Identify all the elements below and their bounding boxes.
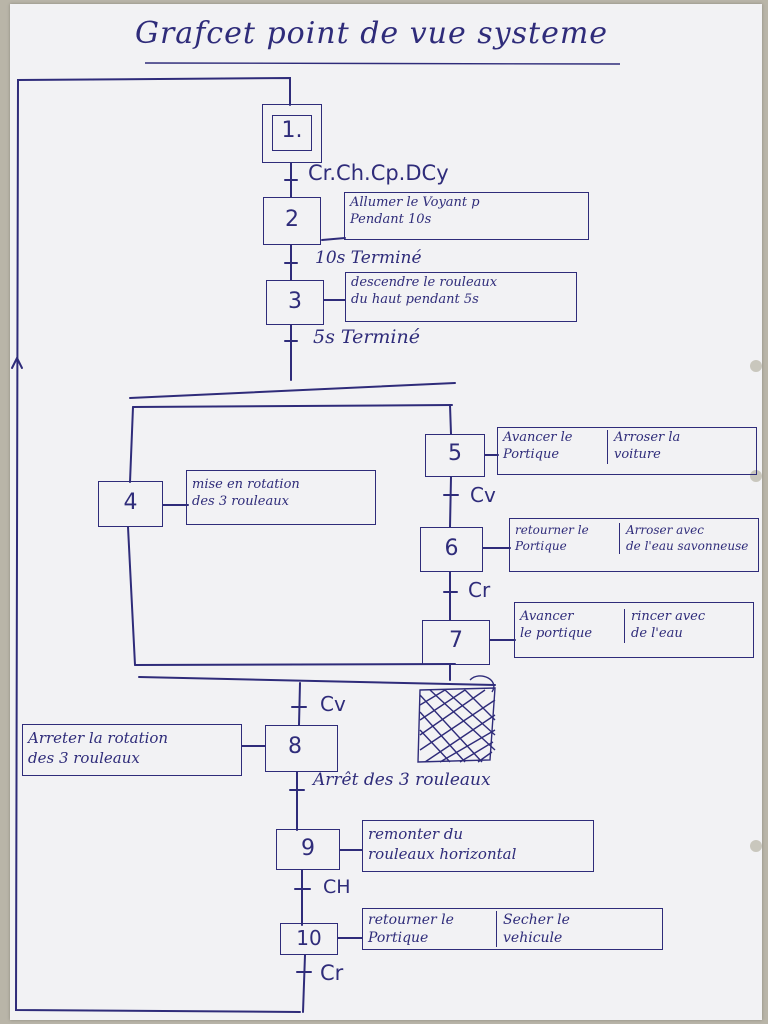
step-5-action-b-line-2: voiture — [614, 446, 661, 462]
transition-3-label: 5s Terminé — [313, 326, 420, 348]
step-7-action-a-line-2: le portique — [520, 625, 593, 641]
link-div-5 — [449, 404, 452, 435]
step-6-action: retourner le Portique Arroser avec de l'… — [509, 518, 759, 572]
step-2-action: Allumer le Voyant p Pendant 10s — [344, 192, 589, 240]
transition-2-label: 10s Terminé — [315, 248, 422, 268]
step-6-action-a-line-2: Portique — [515, 538, 567, 553]
loop-arrow-icon — [11, 355, 23, 369]
link-10-loop — [302, 954, 306, 1013]
convergence-line-top — [134, 663, 456, 666]
step-6-label: 6 — [444, 536, 459, 561]
step-8-label: 8 — [288, 734, 302, 759]
step-8-action-line-2: des 3 rouleaux — [28, 748, 140, 767]
step-3-action: descendre le rouleaux du haut pendant 5s — [345, 272, 577, 322]
step-9-action-line-1: remonter du — [368, 825, 464, 843]
step-10-action-b-line-2: vehicule — [503, 930, 563, 947]
transition-8-label: Arrêt des 3 rouleaux — [313, 770, 491, 790]
step-10-action-a-line-1: retourner le — [368, 912, 454, 928]
step-10-label: 10 — [296, 926, 322, 950]
link-4-conv — [127, 526, 136, 666]
step-1-label: 1. — [281, 118, 303, 143]
divergence-line-top — [129, 382, 456, 399]
link-div-4 — [129, 406, 134, 483]
step-5-action: Avancer le Portique Arroser la voiture — [497, 427, 757, 475]
transition-5-label: Cv — [470, 483, 496, 507]
step-4-action-line-2: des 3 rouleaux — [192, 493, 289, 509]
step-5-action-a-line-2: Portique — [503, 446, 560, 462]
step-2-action-line-1: Allumer le Voyant p — [350, 195, 480, 210]
transition-1-label: Cr.Ch.Cp.DCy — [308, 161, 449, 185]
step-6-action-b-line-2: de l'eau savonneuse — [626, 538, 749, 553]
step-2-action-line-2: Pendant 10s — [350, 211, 432, 227]
step-5-box — [425, 434, 485, 477]
step-4-label: 4 — [123, 490, 138, 515]
step-7-action-a-line-1: Avancer — [520, 609, 574, 624]
step-7-action-b-line-1: rincer avec — [631, 609, 706, 624]
step-7-action: Avancer le portique rincer avec de l'eau — [514, 602, 754, 658]
step-1-outer-box — [262, 104, 322, 163]
step-3-action-line-2: du haut pendant 5s — [351, 291, 479, 307]
transition-6-label: Cr — [468, 578, 491, 602]
step-7-action-b-line-2: de l'eau — [631, 625, 683, 641]
transition-10-label: Cr — [320, 961, 344, 985]
step-3-label: 3 — [288, 289, 302, 314]
step-8-action: Arreter la rotation des 3 rouleaux — [22, 724, 242, 776]
link-5-6 — [449, 476, 452, 528]
loop-back-line — [14, 76, 301, 1013]
title-underline — [144, 62, 621, 65]
step-2-label: 2 — [285, 207, 299, 232]
step-10-action-a-line-2: Portique — [368, 930, 429, 947]
transition-7-label: Cv — [320, 692, 346, 716]
divergence-line-bottom — [132, 404, 453, 408]
step-2-box — [263, 197, 321, 245]
step-10-action: retourner le Portique Secher le vehicule — [362, 908, 663, 950]
step-9-box — [276, 829, 340, 870]
binder-hole — [750, 840, 762, 852]
link-conv-8 — [298, 682, 301, 726]
step-4-box — [98, 481, 163, 527]
binder-hole — [750, 470, 762, 482]
step-9-label: 9 — [301, 836, 315, 861]
paper-sheet — [10, 4, 762, 1020]
step-3-action-line-1: descendre le rouleaux — [351, 275, 498, 290]
step-5-action-a-line-1: Avancer le — [503, 430, 573, 445]
step-3-box — [266, 280, 324, 325]
page-title: Grafcet point de vue systeme — [135, 16, 609, 51]
step-10-box — [280, 923, 338, 955]
step-7-label: 7 — [449, 628, 463, 653]
step-6-action-a-line-1: retourner le — [515, 523, 589, 537]
convergence-line-bottom — [138, 676, 496, 686]
step-9-action: remonter du rouleaux horizontal — [362, 820, 594, 872]
step-7-box — [422, 620, 490, 665]
step-8-box — [265, 725, 338, 772]
step-1-inner-box — [272, 115, 312, 151]
action-link-2 — [321, 237, 346, 241]
step-4-action-line-1: mise en rotation — [192, 477, 300, 492]
step-10-action-b-line-1: Secher le — [503, 912, 570, 928]
step-6-box — [420, 527, 483, 572]
step-5-action-b-line-1: Arroser la — [614, 430, 681, 445]
step-4-action: mise en rotation des 3 rouleaux — [186, 470, 376, 525]
step-6-action-b-line-1: Arroser avec — [626, 523, 704, 537]
transition-9-label: CH — [323, 876, 351, 898]
step-9-action-line-2: rouleaux horizontal — [368, 844, 517, 863]
step-5-label: 5 — [448, 441, 462, 466]
binder-hole — [750, 360, 762, 372]
scribble-mark — [417, 675, 496, 763]
step-8-action-line-1: Arreter la rotation — [28, 729, 169, 747]
